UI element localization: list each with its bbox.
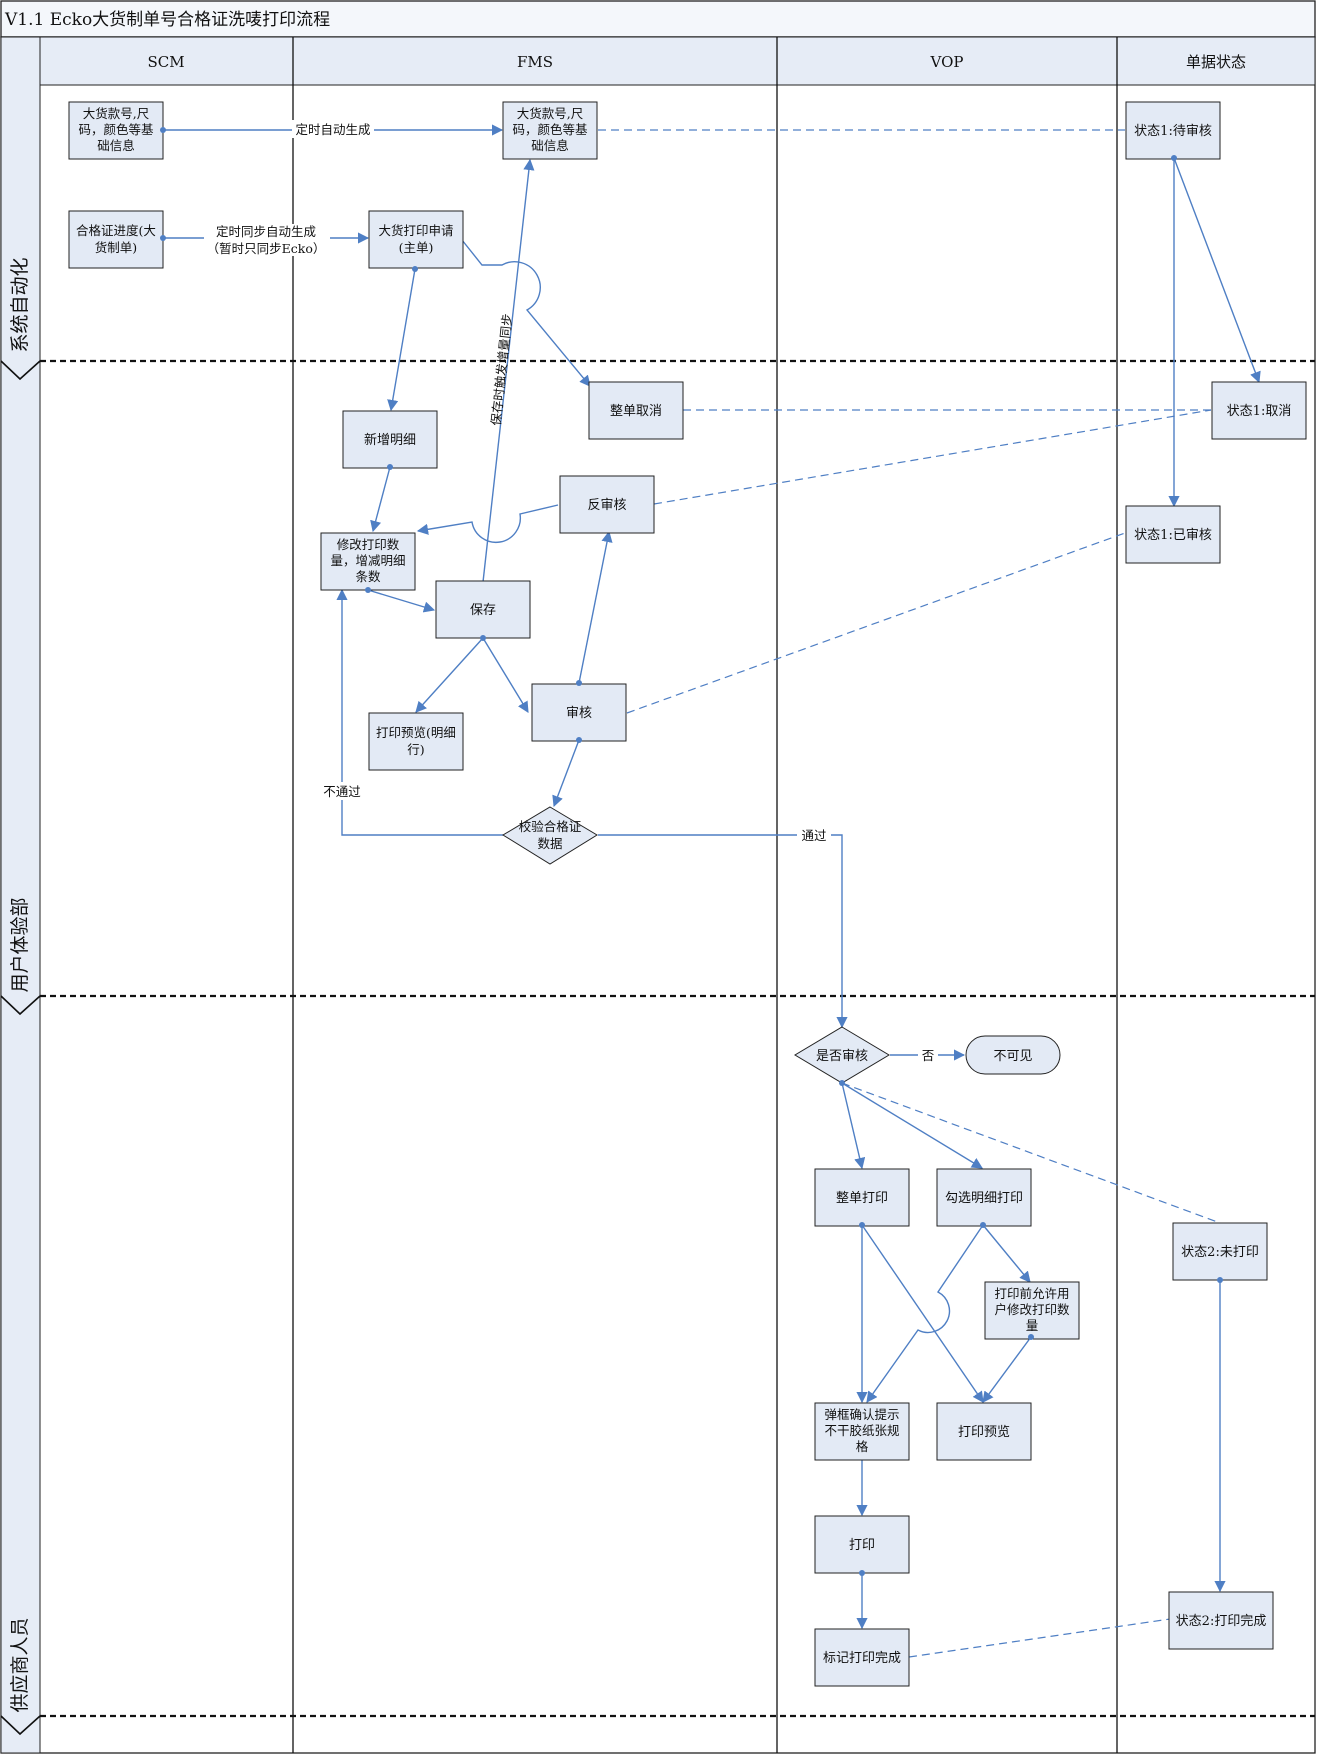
column-label-status: 单据状态 [1186,53,1246,71]
svg-text:不可见: 不可见 [993,1049,1032,1064]
node-status-pending: 状态1:待审核 [1125,101,1221,160]
edge-label-pass: 通过 [801,828,827,843]
node-fms-add-detail: 新增明细 [342,410,438,469]
edge-label-auto-generate: 定时自动生成 [295,122,370,137]
edge-label-reject: 不通过 [323,784,361,799]
svg-text:弹框确认提示: 弹框确认提示 [824,1407,899,1422]
node-vop-allow-modify: 打印前允许用 户修改打印数 量 [984,1281,1080,1340]
node-status-cancel: 状态1:取消 [1211,381,1307,440]
edge-label-no: 否 [922,1048,935,1063]
node-fms-unaudit: 反审核 [559,475,655,534]
svg-text:状态1:已审核: 状态1:已审核 [1134,528,1212,543]
svg-text:合格证进度(大: 合格证进度(大 [76,223,156,238]
svg-text:新增明细: 新增明细 [364,432,416,448]
node-vop-preview: 打印预览 [936,1402,1032,1461]
svg-text:础信息: 础信息 [97,138,135,153]
node-vop-is-audited: 是否审核 [794,1026,890,1084]
svg-text:(主单): (主单) [399,240,434,255]
edge-label-sync-2: （暂时只同步Ecko） [207,241,326,256]
node-fms-preview: 打印预览(明细 行) [368,712,464,771]
svg-text:码，颜色等基: 码，颜色等基 [512,122,588,137]
svg-text:量: 量 [1026,1318,1039,1333]
svg-text:户修改打印数: 户修改打印数 [994,1302,1070,1317]
node-status-audited: 状态1:已审核 [1125,505,1221,564]
svg-text:校验合格证: 校验合格证 [519,819,582,834]
node-fms-validate: 校验合格证 数据 [502,806,598,865]
column-label-vop: VOP [930,53,964,71]
phase-column [0,36,41,1754]
column-header-scm [39,36,294,86]
node-vop-print-all: 整单打印 [814,1168,910,1227]
node-fms-save: 保存 [435,580,531,639]
svg-text:础信息: 础信息 [531,138,569,153]
title-bar [0,0,1316,38]
svg-text:量，增减明细: 量，增减明细 [330,553,405,568]
node-scm-info: 大货款号,尺 码，颜色等基 础信息 [68,101,164,160]
node-vop-mark-done: 标记打印完成 [814,1628,910,1687]
node-fms-cancel: 整单取消 [588,381,684,440]
svg-text:整单取消: 整单取消 [610,404,662,419]
svg-text:整单打印: 整单打印 [836,1191,888,1206]
column-header-vop [776,36,1118,86]
svg-text:打印: 打印 [849,1538,875,1553]
svg-text:格: 格 [856,1439,869,1454]
svg-text:状态1:取消: 状态1:取消 [1227,404,1292,419]
column-header-fms [292,36,778,86]
svg-text:大货打印申请: 大货打印申请 [378,223,453,238]
svg-text:修改打印数: 修改打印数 [337,537,400,552]
svg-text:数据: 数据 [537,836,562,851]
svg-text:条数: 条数 [355,569,381,584]
diagram-title: V1.1 Ecko大货制单号合格证洗唛打印流程 [4,10,330,30]
edge-label-sync-1: 定时同步自动生成 [216,224,316,239]
phase-label-ux: 用户体验部 [9,897,31,992]
column-label-fms: FMS [517,53,553,71]
node-status-unprinted: 状态2:未打印 [1172,1222,1268,1281]
column-label-scm: SCM [147,53,184,71]
svg-text:大货款号,尺: 大货款号,尺 [83,106,149,121]
node-fms-info: 大货款号,尺 码，颜色等基 础信息 [502,101,598,160]
node-vop-invisible: 不可见 [965,1035,1061,1075]
svg-text:是否审核: 是否审核 [816,1049,868,1064]
node-fms-audit: 审核 [531,683,627,742]
column-header-status [1116,36,1316,86]
svg-text:码，颜色等基: 码，颜色等基 [78,122,154,137]
node-fms-apply: 大货打印申请 (主单) [368,210,464,269]
svg-text:标记打印完成: 标记打印完成 [823,1651,901,1666]
node-status-printed: 状态2:打印完成 [1168,1591,1274,1650]
svg-text:打印前允许用: 打印前允许用 [994,1286,1069,1301]
svg-text:保存: 保存 [470,603,496,618]
svg-text:勾选明细打印: 勾选明细打印 [945,1191,1023,1206]
phase-label-supplier: 供应商人员 [9,1617,31,1712]
svg-text:打印预览(明细: 打印预览(明细 [376,725,456,740]
phase-label-system: 系统自动化 [9,257,31,352]
node-vop-select-print: 勾选明细打印 [936,1168,1032,1227]
svg-text:货制单): 货制单) [95,240,137,255]
svg-text:状态2:未打印: 状态2:未打印 [1181,1245,1259,1260]
svg-text:状态2:打印完成: 状态2:打印完成 [1176,1614,1267,1629]
edge-label-save-trigger: 保存时触发增量同步 [488,313,515,426]
svg-text:审核: 审核 [566,706,592,721]
svg-text:行): 行) [407,742,424,757]
svg-text:反审核: 反审核 [587,498,626,513]
svg-text:大货款号,尺: 大货款号,尺 [517,106,583,121]
connection-dots [160,127,1223,1576]
node-vop-confirm: 弹框确认提示 不干胶纸张规 格 [814,1402,910,1461]
svg-text:不干胶纸张规: 不干胶纸张规 [824,1423,899,1438]
node-scm-progress: 合格证进度(大 货制单) [68,210,164,269]
node-fms-modify: 修改打印数 量，增减明细 条数 [320,532,416,591]
svg-text:状态1:待审核: 状态1:待审核 [1134,124,1212,139]
node-vop-print: 打印 [814,1515,910,1574]
svg-text:打印预览: 打印预览 [958,1424,1010,1440]
